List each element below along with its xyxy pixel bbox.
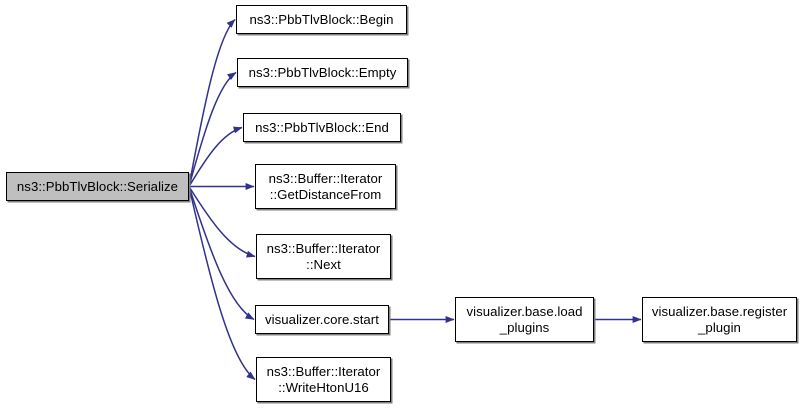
graph-node-load-plugins[interactable]: visualizer.base.load _plugins [455, 297, 594, 342]
graph-node-end[interactable]: ns3::PbbTlvBlock::End [243, 113, 401, 142]
graph-edge-serialize-to-next [188, 186, 256, 258]
graph-edge-serialize-to-core-start [188, 186, 255, 321]
graph-node-label: visualizer.core.start [265, 311, 379, 327]
graph-node-serialize[interactable]: ns3::PbbTlvBlock::Serialize [6, 172, 189, 201]
graph-node-label: ns3::PbbTlvBlock::End [255, 119, 389, 135]
graph-node-writehtonu16[interactable]: ns3::Buffer::Iterator ::WriteHtonU16 [256, 357, 391, 402]
graph-node-label: ns3::Buffer::Iterator ::Next [266, 240, 381, 272]
graph-node-label: ns3::PbbTlvBlock::Serialize [16, 178, 179, 194]
graph-node-begin[interactable]: ns3::PbbTlvBlock::Begin [236, 5, 407, 34]
graph-edge-serialize-to-writehtonu16 [188, 186, 256, 381]
graph-edge-serialize-to-end [188, 126, 243, 187]
graph-edge-serialize-to-begin [188, 18, 236, 187]
graph-node-label: ns3::Buffer::Iterator ::WriteHtonU16 [266, 363, 381, 395]
graph-node-getdistancefrom[interactable]: ns3::Buffer::Iterator ::GetDistanceFrom [255, 164, 396, 209]
graph-edge-serialize-to-empty [188, 71, 237, 187]
graph-node-register-plugin[interactable]: visualizer.base.register _plugin [642, 297, 797, 342]
graph-node-label: ns3::Buffer::Iterator ::GetDistanceFrom [268, 170, 383, 202]
graph-node-label: ns3::PbbTlvBlock::Empty [248, 64, 397, 80]
graph-node-core-start[interactable]: visualizer.core.start [255, 305, 389, 334]
graph-node-label: ns3::PbbTlvBlock::Begin [249, 11, 394, 27]
graph-node-label: visualizer.base.load _plugins [466, 303, 583, 335]
graph-node-label: visualizer.base.register _plugin [651, 303, 788, 335]
graph-node-empty[interactable]: ns3::PbbTlvBlock::Empty [237, 58, 408, 87]
graph-node-next[interactable]: ns3::Buffer::Iterator ::Next [256, 234, 391, 279]
